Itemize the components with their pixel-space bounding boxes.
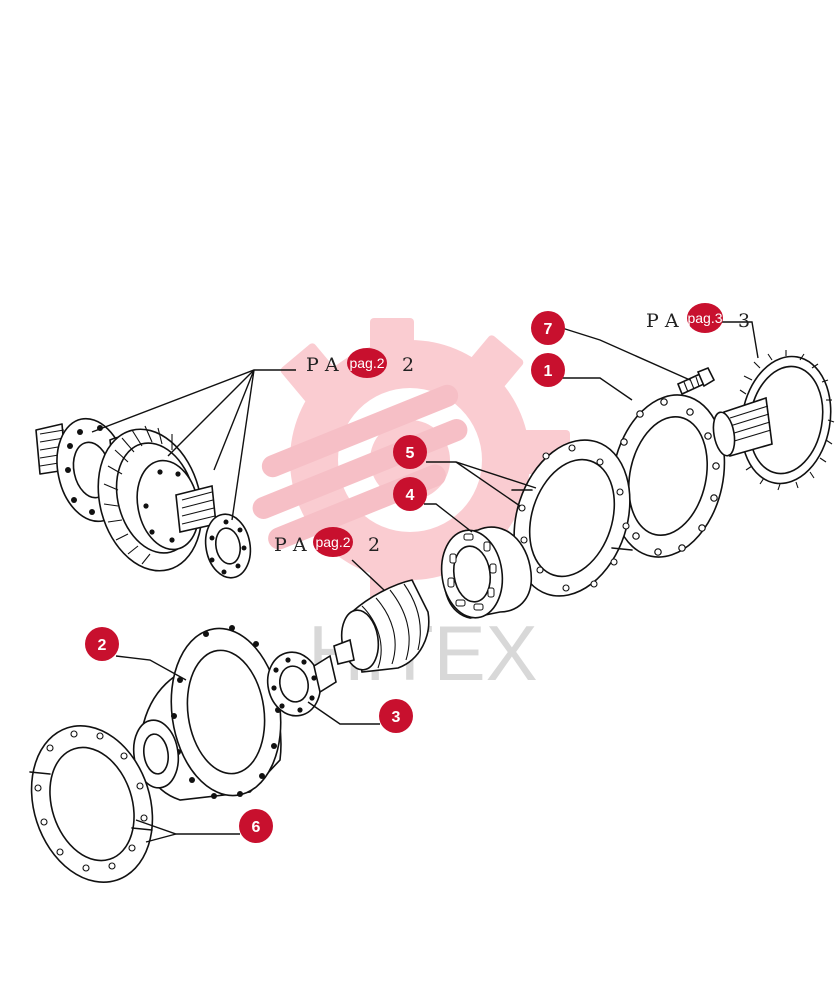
callout-7: 7 [531,311,565,345]
ball-bearing-part-3 [266,651,337,717]
svg-text:P A: P A [306,354,339,376]
housing-part-2 [132,625,282,801]
svg-text:1: 1 [544,363,553,380]
callout-4: 4 [393,477,427,511]
svg-text:2: 2 [368,534,380,556]
pinion-gear [333,579,430,673]
page-ref-top[interactable]: P A pag.3 3 [646,303,750,333]
svg-text:3: 3 [392,709,401,726]
spur-gear-shaft [712,350,835,491]
leader-lines [91,321,759,843]
svg-text:2: 2 [402,354,414,376]
svg-text:5: 5 [406,445,415,462]
roller-bearing-part-4 [440,526,533,619]
split-gasket-part-6 [29,725,154,883]
page-ref-mid[interactable]: P A pag.2 2 [274,527,380,557]
callout-2: 2 [85,627,119,661]
page-ref-left-badge: pag.2 [347,348,387,378]
svg-text:pag.3: pag.3 [687,310,722,326]
page-ref-mid-badge: pag.2 [313,527,353,557]
split-shim-part-5 [511,439,633,597]
page-ref-top-badge: pag.3 [687,303,723,333]
svg-text:3: 3 [738,310,750,332]
callout-5: 5 [393,435,427,469]
page-ref-left[interactable]: P A pag.2 2 [306,348,414,378]
svg-text:pag.2: pag.2 [349,355,384,371]
bolt-part-7 [676,366,716,396]
svg-text:pag.2: pag.2 [315,534,350,550]
svg-text:7: 7 [544,321,553,338]
callout-1: 1 [531,353,565,387]
differential-assembly [35,417,252,579]
gasket-ring-part-1 [610,394,726,558]
svg-text:6: 6 [252,819,261,836]
svg-text:P A: P A [646,310,679,332]
svg-text:2: 2 [98,637,107,654]
svg-text:4: 4 [406,487,415,504]
callout-3: 3 [379,699,413,733]
callout-6: 6 [239,809,273,843]
svg-text:P A: P A [274,534,307,556]
